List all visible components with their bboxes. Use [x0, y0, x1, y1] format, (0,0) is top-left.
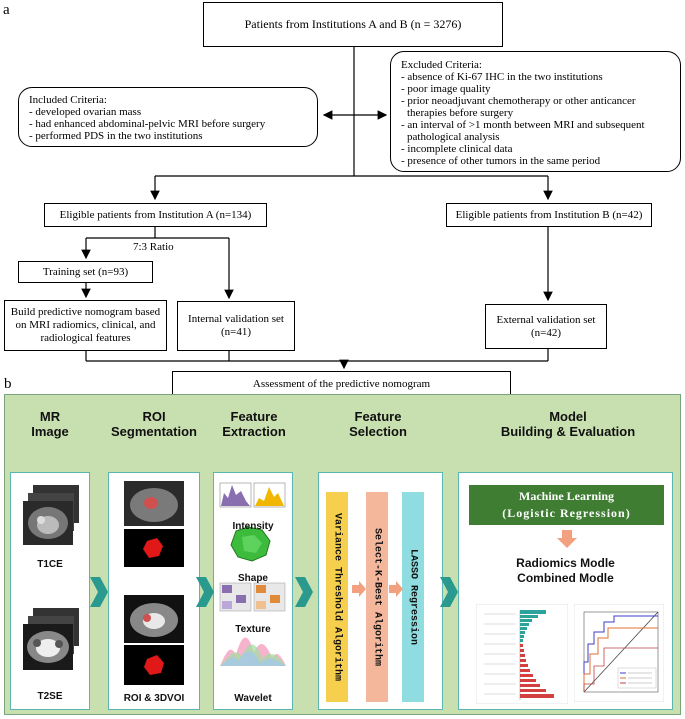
training-set-box: Training set (n=93): [18, 261, 153, 283]
title-line: ROI: [142, 409, 166, 424]
down-arrow-icon: [557, 530, 577, 548]
internal-validation-count: (n=41): [220, 326, 252, 338]
wavelet-label: Wavelet: [234, 693, 272, 704]
model-building-title: Model Building & Evaluation: [468, 409, 668, 439]
excluded-item: therapies before surgery: [407, 107, 514, 119]
title-line: Selection: [349, 424, 407, 439]
internal-validation-label: Internal validation set: [188, 313, 284, 325]
select-k-best-label: Select-K-Best Algorithm: [371, 527, 383, 667]
ml-line-1: Machine Learning: [519, 489, 614, 503]
total-patients-box: Patients from Institutions A and B (n = …: [203, 2, 503, 47]
included-title: Included Criteria:: [29, 94, 107, 106]
chevron-right-icon: [440, 577, 458, 607]
feature-extraction-title: Feature Extraction: [210, 409, 298, 439]
mri-stack-images: [23, 485, 79, 670]
combined-model-label: Combined Modle: [517, 571, 614, 585]
select-k-best-bar: Select-K-Best Algorithm: [366, 492, 388, 702]
title-line: Feature: [230, 409, 278, 424]
mr-image-panel: T1CE T2SE: [10, 472, 90, 710]
title-line: Segmentation: [111, 424, 197, 439]
excluded-item: pathological analysis: [407, 131, 500, 143]
texture-label: Texture: [235, 624, 271, 635]
title-line: Image: [31, 424, 69, 439]
chevron-right-icon: [90, 577, 108, 607]
excluded-item: - prior neoadjuvant chemotherapy or othe…: [401, 95, 636, 107]
title-line: Extraction: [222, 424, 286, 439]
build-nomogram-box: Build predictive nomogram based on MRI r…: [4, 300, 167, 351]
roi-segmentation-title: ROI Segmentation: [104, 409, 204, 439]
variance-threshold-bar: Variance Threshold Algorithm: [326, 492, 348, 702]
feature-icons: [219, 482, 286, 666]
excluded-item: - presence of other tumors in the same p…: [401, 155, 601, 167]
intensity-label: Intensity: [232, 521, 274, 532]
variance-threshold-label: Variance Threshold Algorithm: [331, 512, 343, 682]
chevron-right-icon: [196, 577, 214, 607]
included-criteria-box: Included Criteria: - developed ovarian m…: [18, 87, 318, 147]
title-line: MR: [39, 409, 61, 424]
mr-image-title: MR Image: [10, 409, 90, 439]
models-list: Radiomics Modle Combined Modle: [458, 556, 673, 586]
roi-images: [124, 481, 184, 685]
excluded-title: Excluded Criteria:: [401, 59, 482, 71]
included-item: - had enhanced abdominal-pelvic MRI befo…: [29, 118, 266, 130]
lasso-coefficient-plot: [476, 604, 568, 704]
internal-validation-box: Internal validation set (n=41): [177, 301, 295, 351]
included-item: - developed ovarian mass: [29, 106, 142, 118]
chevron-right-icon: [295, 577, 313, 607]
t2se-label: T2SE: [37, 691, 63, 702]
title-line: Model: [549, 409, 587, 424]
shape-label: Shape: [237, 573, 268, 584]
external-validation-box: External validation set (n=42): [485, 304, 607, 349]
feature-selection-title: Feature Selection: [318, 409, 438, 439]
external-validation-count: (n=42): [530, 326, 562, 339]
flowchart-connectors: [81, 47, 553, 370]
panel-a-label: a: [3, 2, 10, 18]
excluded-item: - poor image quality: [401, 83, 491, 95]
lasso-label: LASSO Regression: [407, 548, 419, 645]
title-line: Building & Evaluation: [500, 424, 636, 439]
excluded-item: - incomplete clinical data: [401, 143, 513, 155]
roi-panel: ROI & 3DVOI: [108, 472, 200, 710]
eligible-a-box: Eligible patients from Institution A (n=…: [44, 203, 267, 227]
included-item: - performed PDS in the two institutions: [29, 130, 203, 142]
radiomics-model-label: Radiomics Modle: [516, 556, 615, 570]
excluded-criteria-box: Excluded Criteria: - absence of Ki-67 IH…: [390, 51, 681, 172]
roi-3dvoi-label: ROI & 3DVOI: [123, 693, 185, 704]
lasso-bar: LASSO Regression: [402, 492, 424, 702]
excluded-item: - an interval of >1 month between MRI an…: [401, 119, 645, 131]
panel-b-label: b: [4, 376, 12, 392]
eligible-b-box: Eligible patients from Institution B (n=…: [446, 203, 652, 227]
t1ce-label: T1CE: [37, 559, 63, 570]
split-ratio-label: 7:3 Ratio: [133, 241, 174, 253]
assessment-box: Assessment of the predictive nomogram: [172, 371, 511, 398]
feature-extraction-panel: Intensity Shape Texture Wavelet: [213, 472, 293, 710]
title-line: Feature: [354, 409, 402, 424]
ml-line-2: (Logistic Regression): [502, 506, 631, 520]
excluded-item: - absence of Ki-67 IHC in the two instit…: [401, 71, 603, 83]
selection-arrows: [352, 581, 403, 597]
external-validation-label: External validation set: [496, 313, 596, 326]
roc-curve-plot: [574, 604, 664, 702]
machine-learning-box: Machine Learning (Logistic Regression): [469, 485, 664, 525]
